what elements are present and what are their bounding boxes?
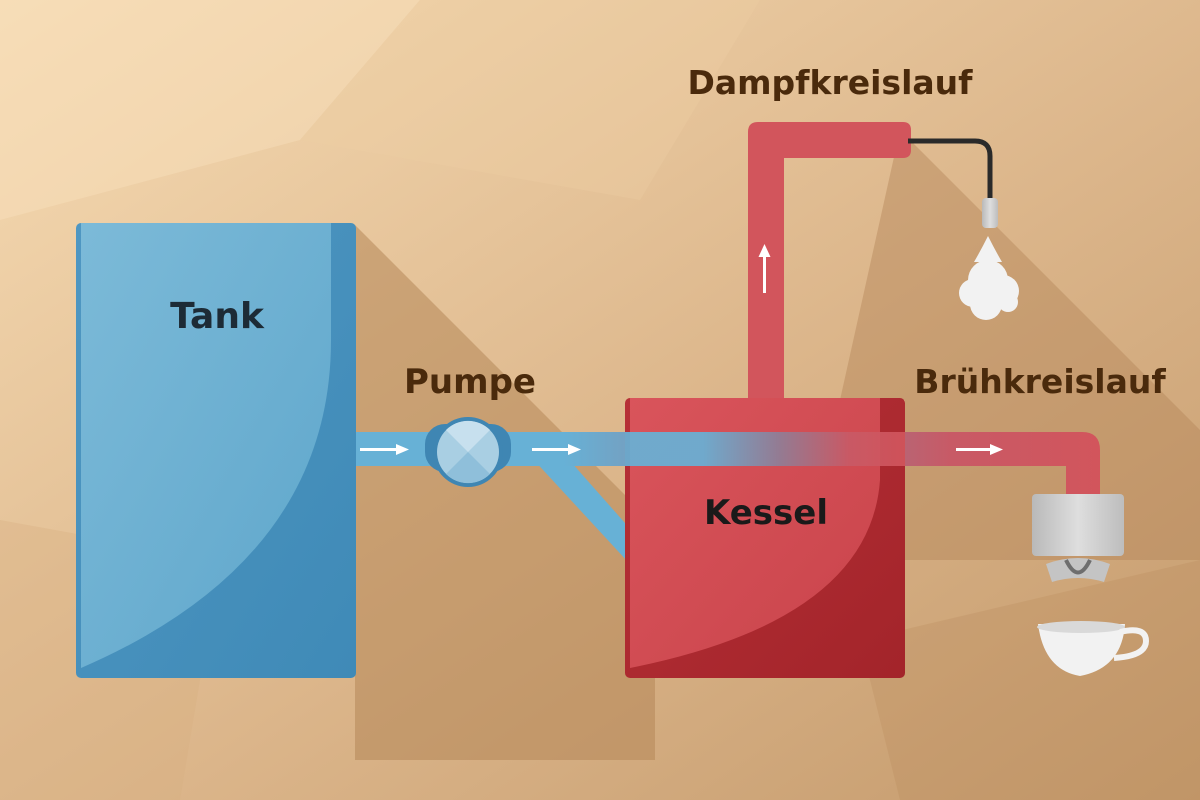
boiler-label: Kessel: [704, 493, 828, 533]
tank-shadow: [355, 225, 655, 760]
flow-arrow-icon: [532, 444, 581, 455]
background-facet: [860, 560, 1200, 800]
brew-group-icon: [1032, 494, 1124, 582]
heat-exchanger-pipe: [625, 432, 905, 466]
steam-cloud-icon: [959, 236, 1019, 320]
background-facet: [300, 0, 760, 200]
cup-icon: [1037, 621, 1150, 676]
brew-circuit-label: Brühkreislauf: [914, 362, 1166, 401]
flow-arrow-icon: [956, 444, 1003, 455]
flow-arrow-icon: [758, 244, 771, 293]
pump-label: Pumpe: [404, 362, 536, 402]
steam-pipe: [748, 122, 911, 398]
background-facet: [0, 0, 420, 220]
tank-label: Tank: [170, 296, 265, 337]
steam-nozzle: [982, 198, 998, 228]
tank: [76, 223, 356, 678]
water-branch-pipe: [520, 445, 640, 575]
pump: [425, 417, 511, 487]
steam-wand-icon: [908, 138, 993, 200]
steam-circuit-label: Dampfkreislauf: [687, 63, 973, 102]
flow-arrow-icon: [360, 444, 409, 455]
